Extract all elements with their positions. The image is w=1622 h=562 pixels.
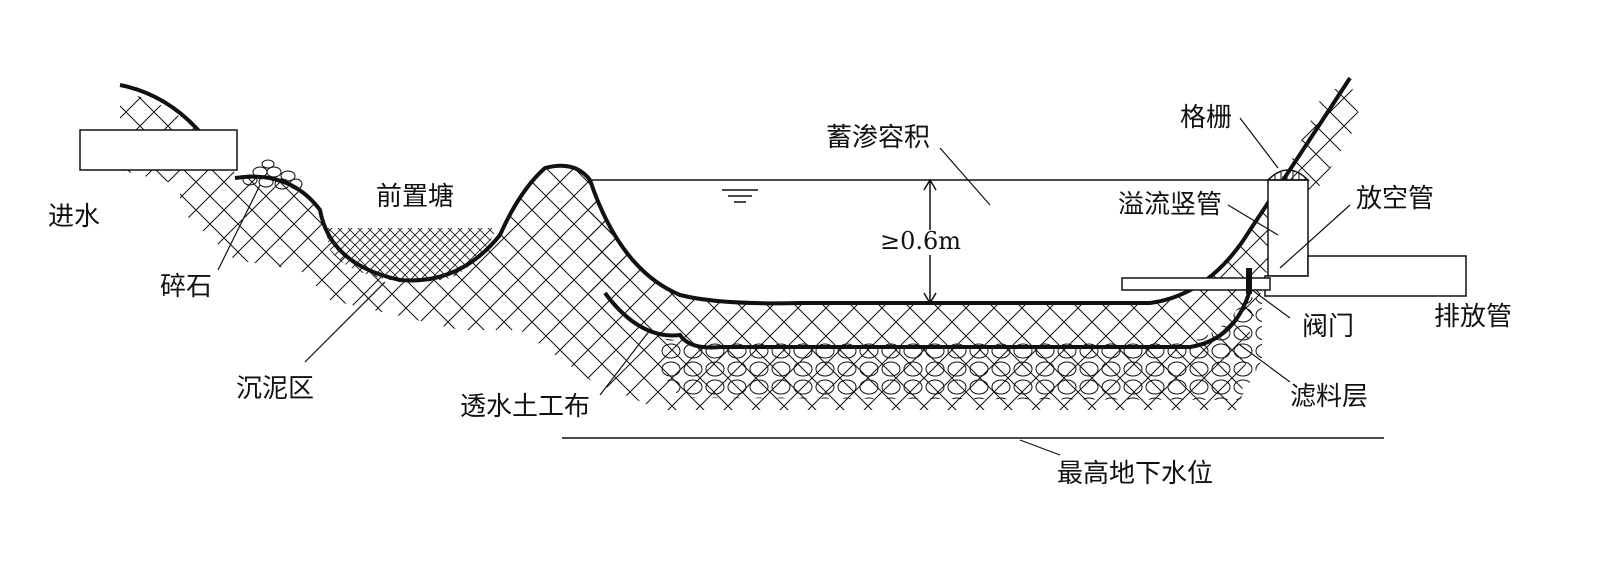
leader-lines [217,117,1351,456]
discharge-pipe [1264,255,1467,297]
gravel-pile [242,159,303,190]
valve [1246,268,1252,294]
label-geotextile: 透水土工布 [460,392,590,422]
label-overflow-riser: 溢流竖管 [1118,190,1222,220]
drain-pipe [1121,277,1271,291]
inlet-pipe [79,129,238,171]
label-discharge-pipe: 排放管 [1434,302,1512,332]
label-grille: 格栅 [1180,103,1232,133]
label-valve: 阀门 [1302,312,1354,342]
forebay-outline [234,163,592,283]
label-filter-layer: 滤料层 [1290,382,1368,412]
label-depth: ≥0.6m [880,227,961,255]
geotextile-outline [603,289,1252,350]
label-storage-volume: 蓄渗容积 [826,123,930,153]
basin-soil [590,78,1360,410]
label-max-groundwater: 最高地下水位 [1057,459,1213,489]
left-bank-soil [120,92,640,380]
water-level-icon [722,189,758,203]
label-inlet: 进水 [48,202,100,232]
label-forebay: 前置塘 [376,182,454,212]
grille [1266,169,1310,181]
label-sediment-zone: 沉泥区 [236,374,314,404]
label-drain-pipe: 放空管 [1356,184,1434,214]
depth-dimension [923,178,937,305]
label-gravel: 碎石 [160,272,212,302]
